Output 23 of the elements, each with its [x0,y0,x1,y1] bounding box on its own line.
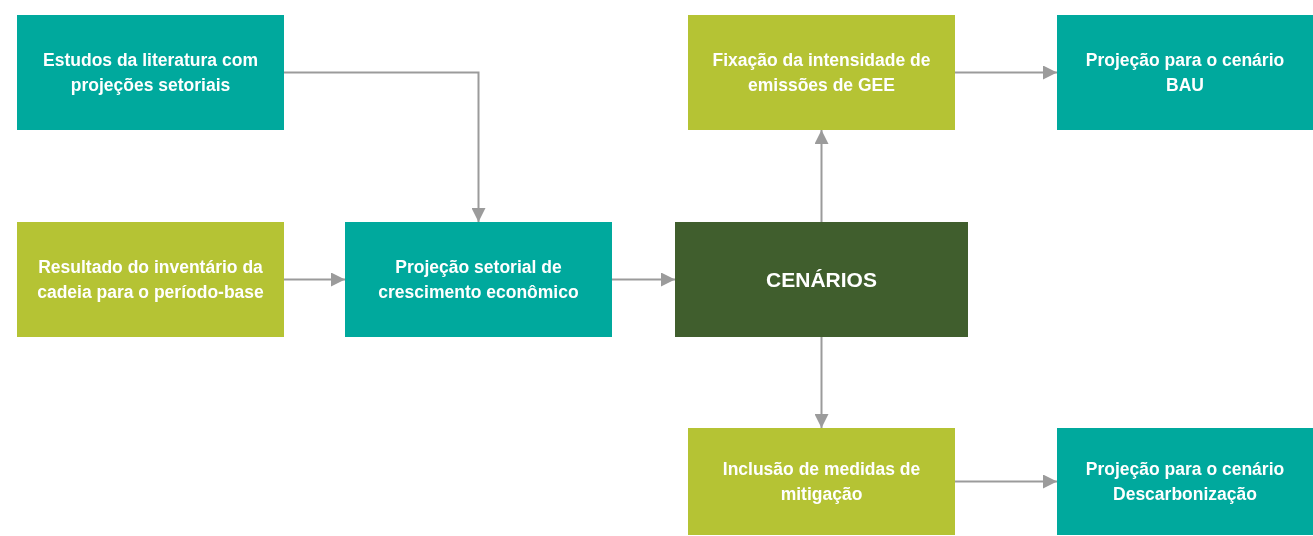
arrow [954,65,1058,80]
box-label: Inclusão de medidas de mitigação [721,457,922,506]
process-box [1057,15,1313,130]
process-box [688,15,955,130]
box-label: Fixação da intensidade de emissões de GEE [711,48,932,97]
box-label: Resultado do inventário da cadeia para o período-base [36,255,265,304]
box-label: Estudos da literatura com projeções setoriais [42,48,259,97]
process-box [345,222,612,337]
arrow [283,272,346,287]
process-box [17,15,284,130]
arrow [814,129,829,223]
process-box [675,222,968,337]
box-label: Projeção para o cenário BAU [1084,48,1286,97]
box-label: Projeção setorial de crescimento econômico [377,255,580,304]
arrow [814,336,829,429]
arrow [954,474,1058,489]
process-box [1057,428,1313,535]
arrow [611,272,676,287]
process-box [17,222,284,337]
box-label: CENÁRIOS [766,266,877,293]
box-label: Projeção para o cenário Descarbonização [1084,457,1286,506]
arrow [283,71,486,223]
process-box [688,428,955,535]
